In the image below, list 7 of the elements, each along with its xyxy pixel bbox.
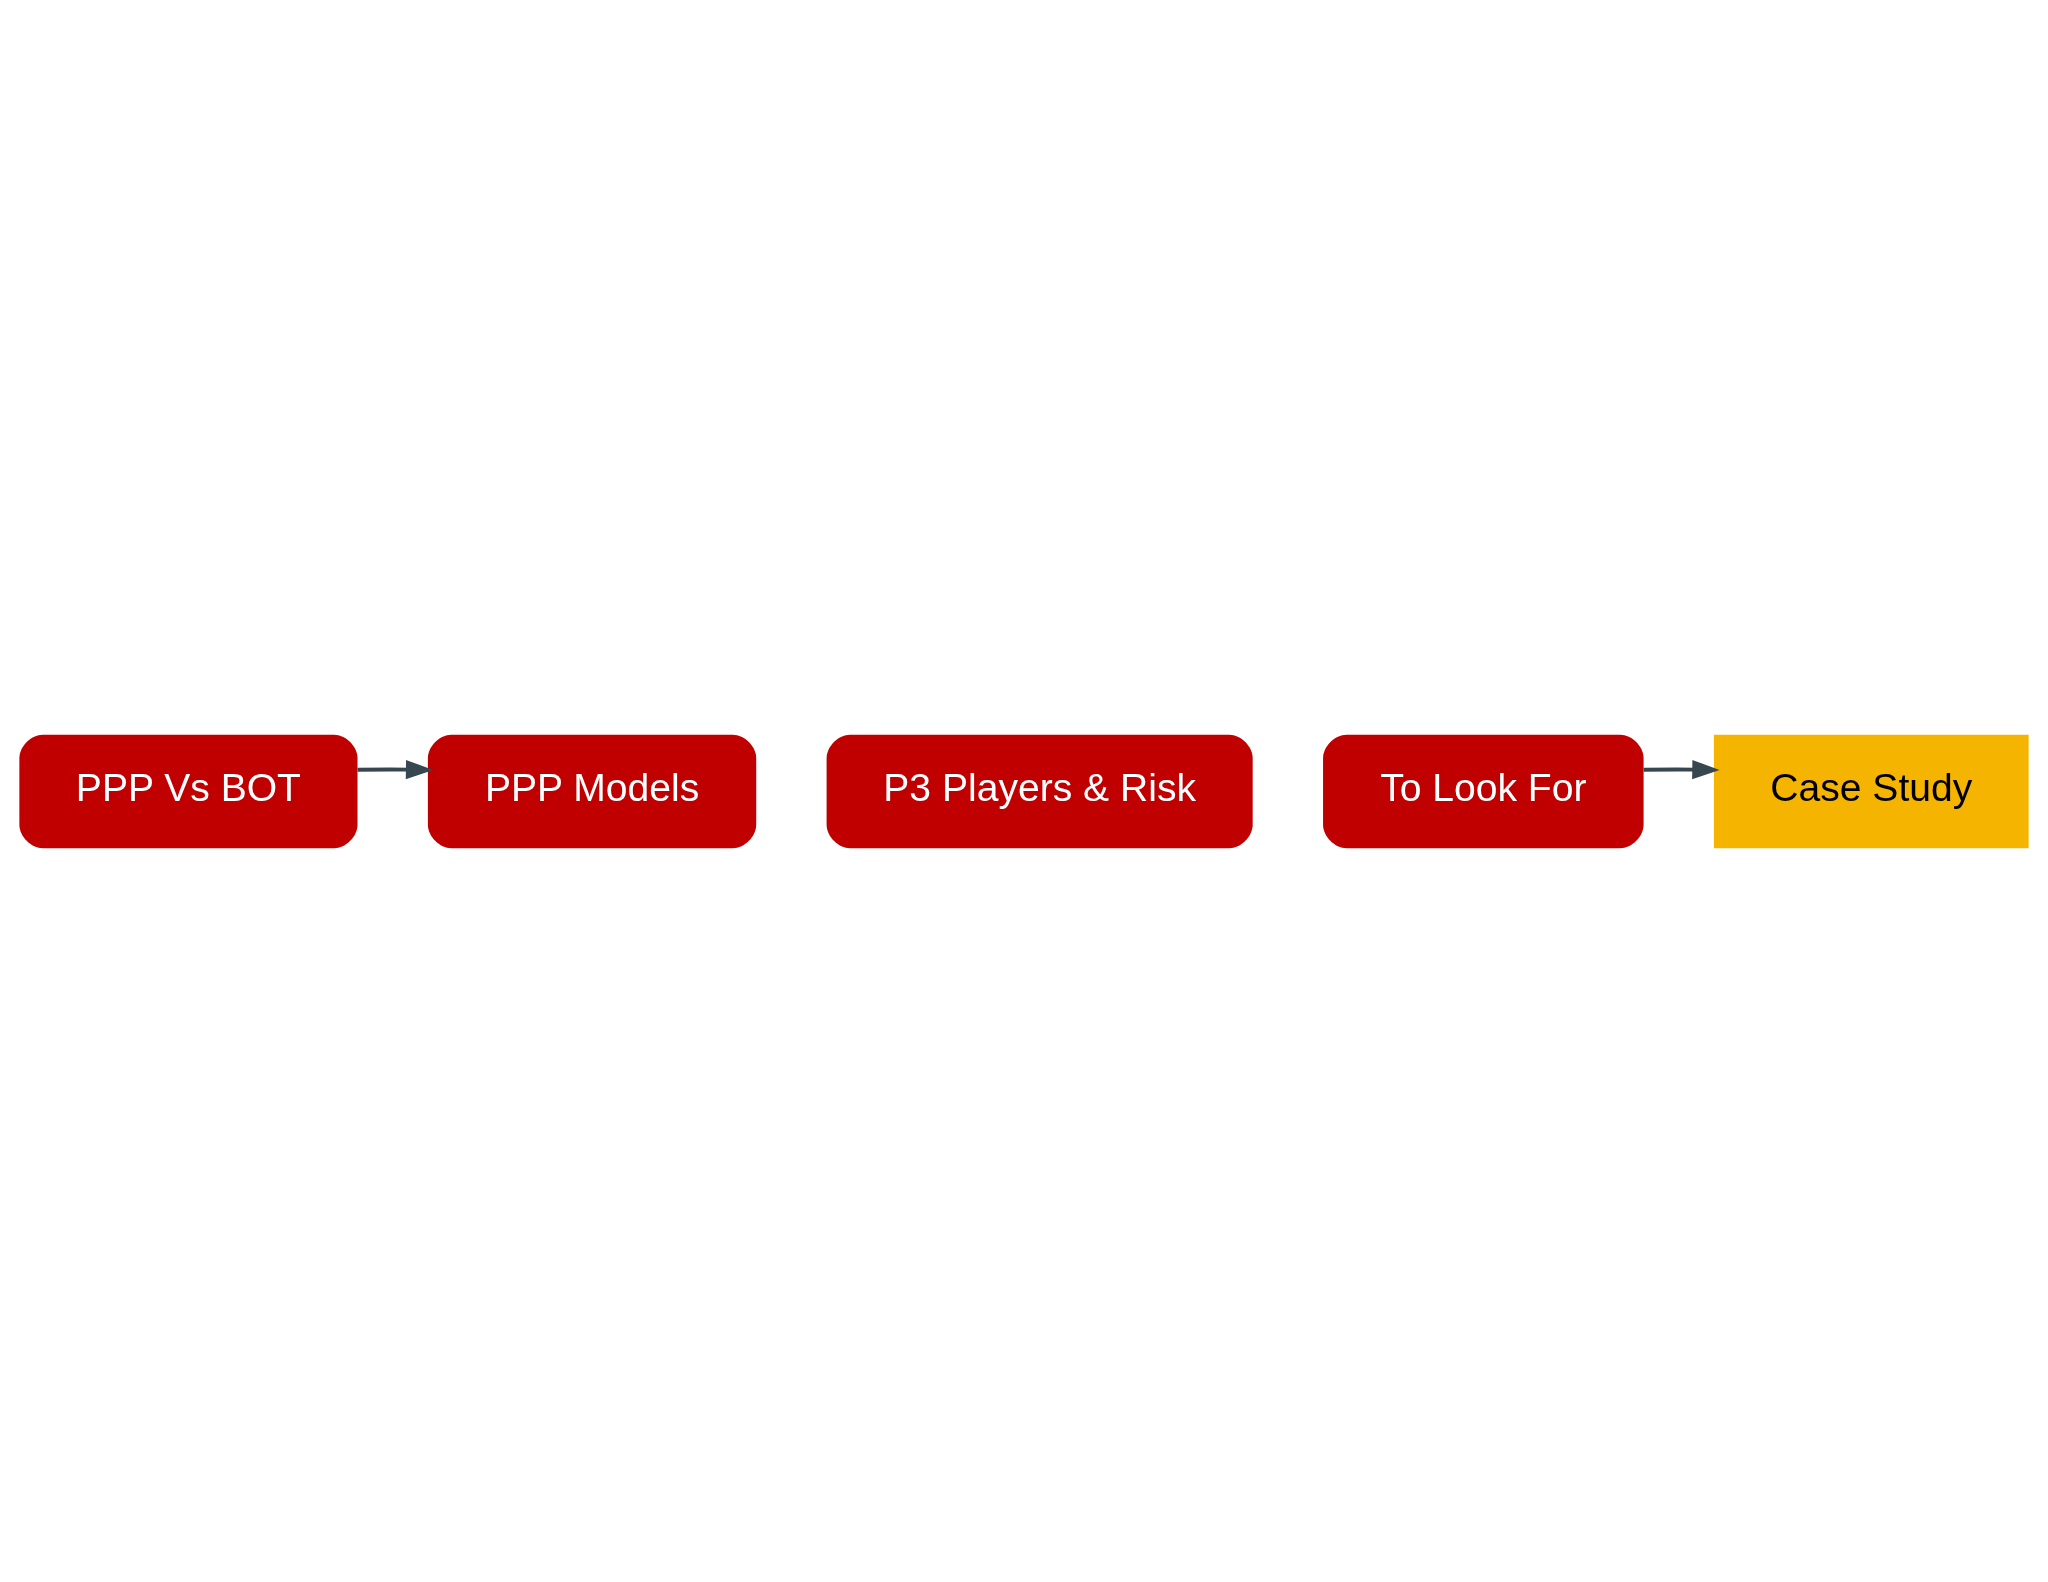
node-box: Case Study <box>1713 734 2029 848</box>
node-box: PPP Vs BOT <box>19 734 358 848</box>
arrow <box>1643 759 1720 779</box>
node-box: P3 Players & Risk <box>826 734 1253 848</box>
node-box: To Look For <box>1323 734 1644 848</box>
node-box: PPP Models <box>427 734 757 848</box>
arrow <box>357 759 434 779</box>
